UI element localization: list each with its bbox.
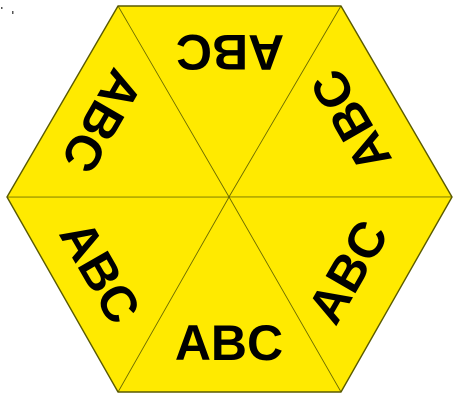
segment-label: ABC	[176, 24, 284, 80]
segment-label: ABC	[175, 315, 283, 371]
hexagon-segments	[6, 5, 453, 393]
stray-tick	[12, 11, 14, 14]
hexagon-outline	[6, 5, 453, 393]
stray-dot	[1, 7, 3, 9]
